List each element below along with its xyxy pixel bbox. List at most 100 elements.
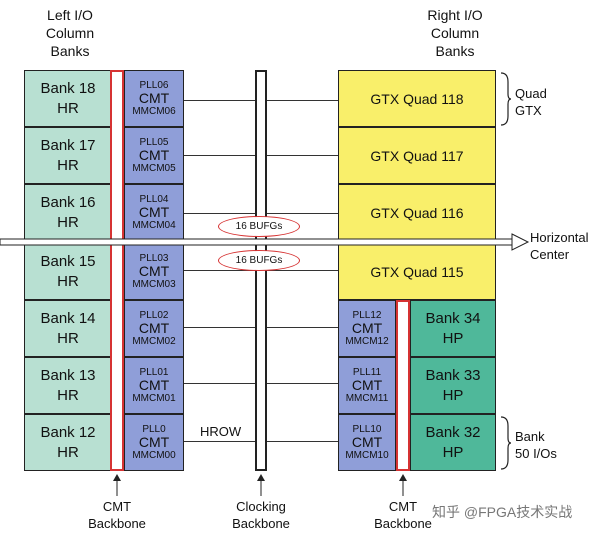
hrow-line-right (266, 100, 338, 101)
bank-type: HP (442, 329, 464, 347)
bank-label: Bank 14 (40, 309, 96, 327)
bank-type: HR (57, 213, 79, 231)
bank-type: HR (57, 443, 79, 461)
hrow-line-right (266, 383, 338, 384)
left-cmt-backbone (110, 70, 124, 471)
cmt-label: CMT (138, 376, 170, 393)
mmcm-label: MMCM10 (345, 450, 389, 462)
left-cmt-05: PLL05 CMT MMCM05 (124, 127, 184, 184)
left-bank-17: Bank 17 HR (24, 127, 112, 184)
cmt-label: CMT (351, 376, 383, 393)
bank-type: HR (57, 99, 79, 117)
right-bank-32: Bank 32 HP (410, 414, 496, 471)
right-header-line: Column (430, 25, 480, 41)
gtx-quad-118: GTX Quad 118 (338, 70, 496, 127)
bank-label: Bank 13 (40, 366, 96, 384)
left-cmt-04: PLL04 CMT MMCM04 (124, 184, 184, 241)
right-cmt-12: PLL12 CMT MMCM12 (338, 300, 396, 357)
bufg-label: 16 BUFGs (235, 221, 283, 232)
bank-type: HP (442, 386, 464, 404)
right-cmt-11: PLL11 CMT MMCM11 (338, 357, 396, 414)
right-header-line: Right I/O (427, 7, 483, 23)
bank-label: Bank 12 (40, 423, 96, 441)
hrow-line-left (184, 327, 256, 328)
bottom-label-line: Backbone (232, 516, 290, 531)
gtx-quad-115: GTX Quad 115 (338, 243, 496, 300)
bank-label: Bank 15 (40, 252, 96, 270)
left-header-line: Column (45, 25, 95, 41)
hrow-line-right (266, 213, 338, 214)
gtx-quad-117: GTX Quad 117 (338, 127, 496, 184)
left-cmt-00: PLL0 CMT MMCM00 (124, 414, 184, 471)
mmcm-label: MMCM01 (132, 393, 176, 405)
cmt-label: CMT (138, 262, 170, 279)
cmt-label: CMT (138, 433, 170, 450)
hrow-line-left (184, 270, 256, 271)
horizontal-center-line: Horizontal (530, 230, 589, 245)
clocking-backbone-label: Clocking Backbone (221, 498, 301, 532)
right-cmt-10: PLL10 CMT MMCM10 (338, 414, 396, 471)
bank-type: HR (57, 156, 79, 174)
quad-gtx-label: Quad GTX (515, 85, 547, 119)
horizontal-center-line: Center (530, 247, 570, 262)
cmt-backbone-right-label: CMT Backbone (363, 498, 443, 532)
mmcm-label: MMCM02 (132, 336, 176, 348)
mmcm-label: MMCM06 (132, 106, 176, 118)
pll-label: PLL01 (139, 366, 169, 378)
center-arrow-head (511, 233, 530, 251)
mmcm-label: MMCM11 (345, 393, 389, 405)
quad-gtx-brace (500, 72, 512, 126)
hrow-label: HROW (200, 424, 242, 439)
watermark: 知乎 @FPGA技术实战 (432, 504, 573, 520)
hrow-line-left (184, 155, 256, 156)
left-io-header: Left I/O Column Banks (30, 6, 110, 60)
pll-label: PLL05 (139, 136, 169, 148)
bank-ios-line: Bank (515, 429, 545, 444)
left-bank-12: Bank 12 HR (24, 414, 112, 471)
left-bank-15: Bank 15 HR (24, 243, 112, 300)
left-header-line: Banks (50, 43, 90, 59)
gtx-label: GTX Quad 116 (370, 204, 464, 221)
left-bank-13: Bank 13 HR (24, 357, 112, 414)
pll-label: PLL06 (139, 79, 169, 91)
bank-label: Bank 32 (425, 423, 481, 441)
hrow-line-left (184, 441, 256, 442)
right-cmt-backbone (396, 300, 410, 471)
hrow-line-right (266, 155, 338, 156)
horizontal-center-arrow (0, 233, 530, 251)
mmcm-label: MMCM04 (132, 220, 176, 232)
bufg-oval: 16 BUFGs (218, 216, 300, 237)
left-header-line: Left I/O (47, 7, 93, 23)
pll-label: PLL12 (352, 309, 382, 321)
bank-label: Bank 17 (40, 136, 96, 154)
pll-label: PLL02 (139, 309, 169, 321)
gtx-label: GTX Quad 115 (370, 263, 464, 280)
center-arrow-shaft (0, 238, 513, 246)
bufg-label: 16 BUFGs (235, 255, 283, 266)
bank-ios-label: Bank 50 I/Os (515, 428, 557, 462)
cmt-label: CMT (138, 89, 170, 106)
mmcm-label: MMCM00 (132, 450, 176, 462)
horizontal-center-label: Horizontal Center (530, 229, 589, 263)
hrow-line-left (184, 100, 256, 101)
bank-type: HR (57, 272, 79, 290)
hrow-line-left (184, 213, 256, 214)
cmt-label: CMT (351, 319, 383, 336)
mmcm-label: MMCM12 (345, 336, 389, 348)
left-cmt-06: PLL06 CMT MMCM06 (124, 70, 184, 127)
bottom-label-line: CMT (388, 499, 418, 514)
bottom-label-line: Backbone (374, 516, 432, 531)
bank-ios-line: 50 I/Os (515, 446, 557, 461)
bufg-oval: 16 BUFGs (218, 250, 300, 271)
cmt-label: CMT (351, 433, 383, 450)
bank-type: HP (442, 443, 464, 461)
bank-type: HR (57, 386, 79, 404)
bottom-label-line: Backbone (88, 516, 146, 531)
bottom-label-line: CMT (102, 499, 132, 514)
left-cmt-03: PLL03 CMT MMCM03 (124, 243, 184, 300)
cmt-label: CMT (138, 146, 170, 163)
